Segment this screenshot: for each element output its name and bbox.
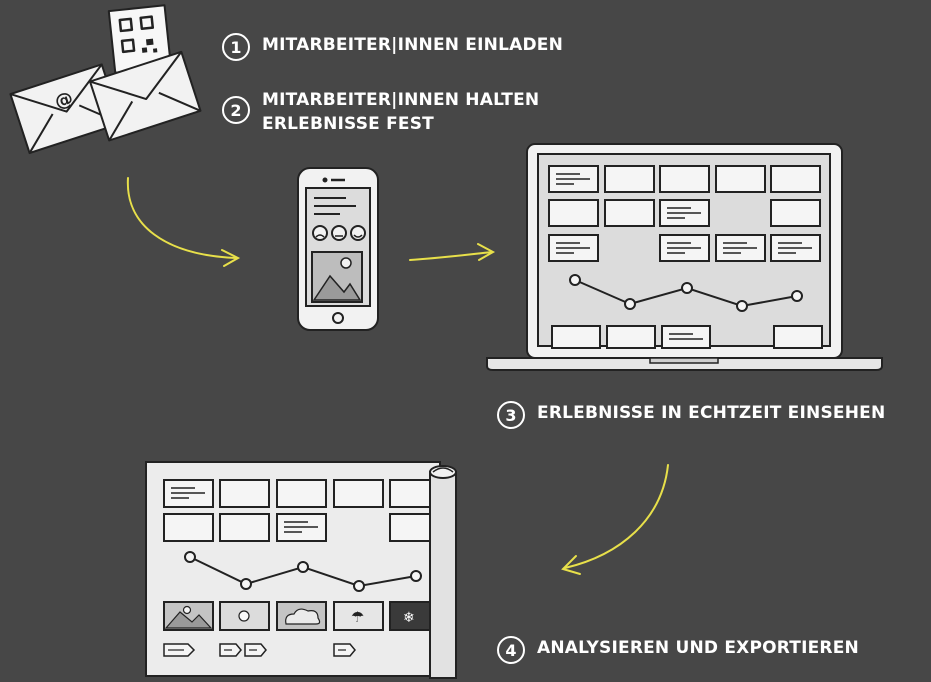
step-label: ERLEBNISSE IN ECHTZEIT EINSEHEN xyxy=(537,401,885,425)
qr-code-icon xyxy=(89,4,202,142)
step-label-line: MITARBEITER|INNEN EINLADEN xyxy=(262,35,564,55)
step-number-badge: 4 xyxy=(497,636,525,664)
step-3: 3 ERLEBNISSE IN ECHTZEIT EINSEHEN xyxy=(497,401,885,429)
step-1: 1 MITARBEITER|INNEN EINLADEN xyxy=(222,33,563,61)
smartphone-icon xyxy=(297,167,379,331)
step-2: 2 MITARBEITER|INNEN HALTEN ERLEBNISSE FE… xyxy=(222,88,539,136)
umbrella-icon: ☂ xyxy=(351,608,364,626)
step-4: 4 ANALYSIEREN UND EXPORTIEREN xyxy=(497,636,859,664)
step-number-badge: 3 xyxy=(497,401,525,429)
step-number-badge: 1 xyxy=(222,33,250,61)
step-label: MITARBEITER|INNEN HALTEN ERLEBNISSE FEST xyxy=(262,88,539,136)
step-number-badge: 2 xyxy=(222,96,250,124)
step-label: MITARBEITER|INNEN EINLADEN xyxy=(262,33,563,57)
at-sign: @ xyxy=(52,88,76,114)
arrow-icon xyxy=(561,464,669,575)
laptop-icon xyxy=(486,143,883,371)
step-label-line: ERLEBNISSE IN ECHTZEIT EINSEHEN xyxy=(537,403,886,423)
step-label-line: MITARBEITER|INNEN HALTEN xyxy=(262,90,540,110)
step-label-line: ERLEBNISSE FEST xyxy=(262,114,434,134)
report-scroll-icon: ☂ ❄ xyxy=(145,461,457,679)
step-label-line: ANALYSIEREN UND EXPORTIEREN xyxy=(537,638,859,658)
step-label: ANALYSIEREN UND EXPORTIEREN xyxy=(537,636,859,660)
arrow-icon xyxy=(126,177,241,267)
snowflake-icon: ❄ xyxy=(403,610,415,626)
arrow-icon xyxy=(409,243,496,261)
